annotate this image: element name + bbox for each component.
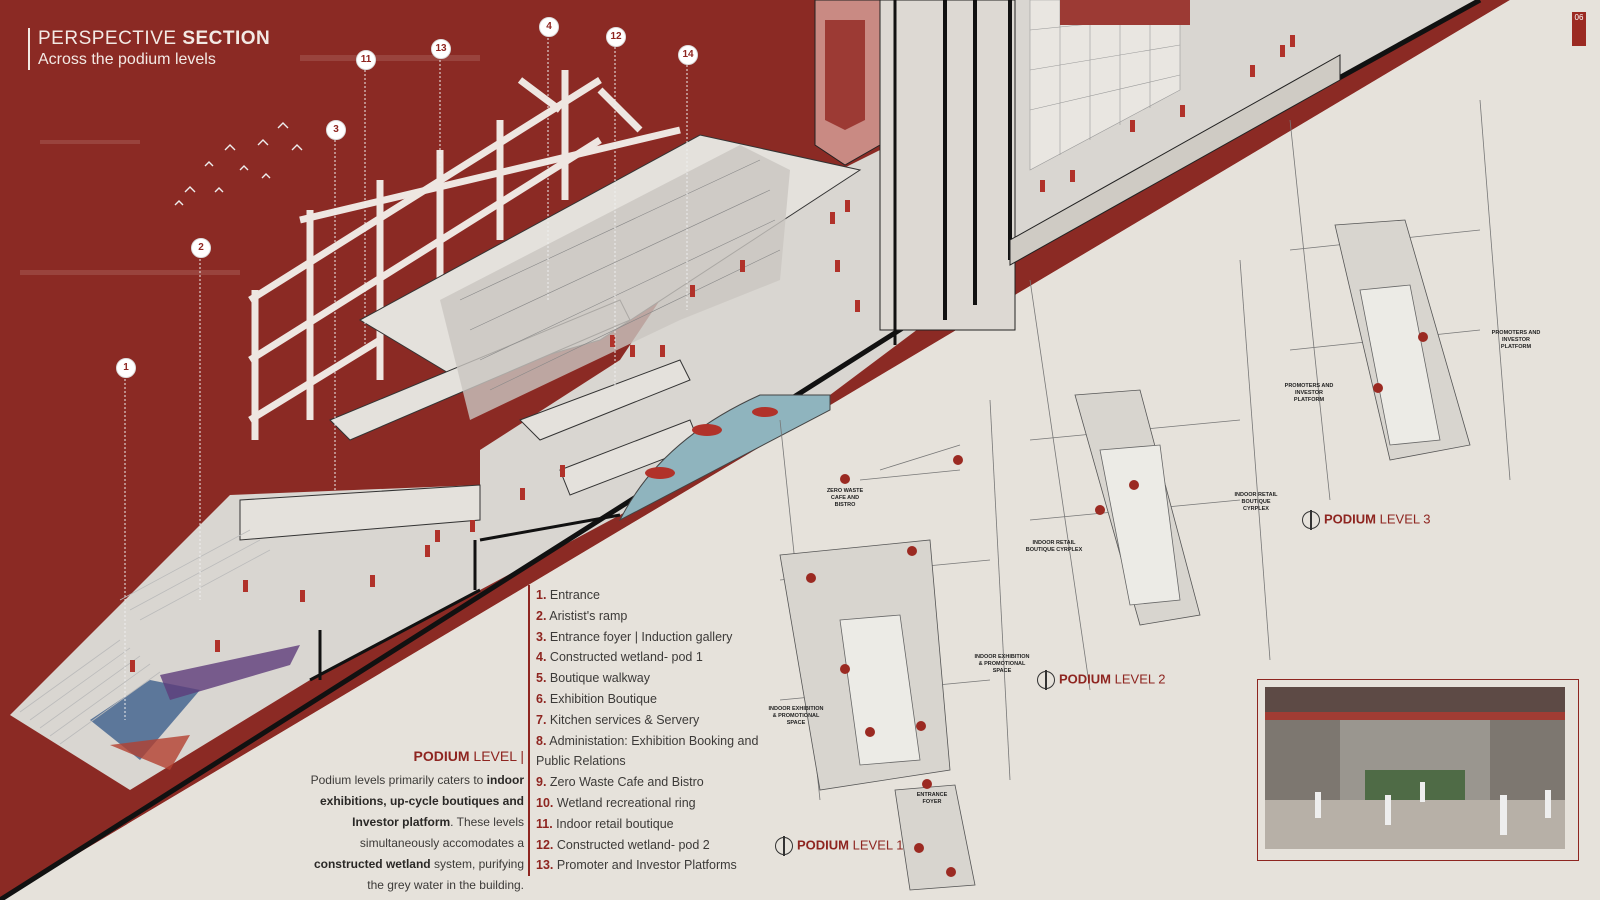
podium-description: Podium levels primarily caters to indoor… [310, 773, 524, 892]
board-title: PERSPECTIVE SECTION Across the podium le… [28, 28, 270, 70]
tag-exhibition: INDOOR EXHIBITION & PROMOTIONAL SPACE [974, 654, 1030, 674]
callout-marker: 3 [326, 120, 346, 140]
legend-item: 3. Entrance foyer | Induction gallery [536, 629, 733, 644]
title-prefix: PERSPECTIVE [38, 28, 177, 49]
legend-item: 5. Boutique walkway [536, 671, 650, 686]
plan-level-3 [1289, 99, 1511, 501]
legend-item: 13. Promoter and Investor Platforms [536, 858, 737, 873]
birds-illustration [174, 122, 303, 206]
tag-promoters: PROMOTERS AND INVESTOR PLATFORM [1284, 383, 1334, 403]
legend-item: 7. Kitchen services & Servery [536, 712, 700, 727]
tag-exhibition: INDOOR EXHIBITION & PROMOTIONAL SPACE [768, 706, 824, 726]
tag-retail: INDOOR RETAIL BOUTIQUE CYRPLEX [1025, 540, 1083, 553]
legend-item: 2. Aristist's ramp [536, 608, 628, 623]
people-figures [130, 35, 1295, 672]
callout-marker: 4 [539, 17, 559, 37]
callout-marker: 1 [116, 358, 136, 378]
north-arrow-icon [1037, 670, 1055, 690]
tag-promoters: PROMOTERS AND INVESTOR PLATFORM [1491, 330, 1541, 350]
title-bold: SECTION [182, 28, 271, 49]
legend-item: 12. Constructed wetland- pod 2 [536, 837, 710, 852]
callout-marker: 11 [356, 50, 376, 70]
scaffold-frame [248, 70, 681, 440]
legend-list: 1. Entrance 2. Aristist's ramp 3. Entran… [528, 585, 774, 877]
callout-marker: 14 [678, 45, 698, 65]
plan-level-2 [1029, 259, 1271, 691]
legend-item: 10. Wetland recreational ring [536, 795, 696, 810]
legend-item: 6. Exhibition Boutique [536, 691, 657, 706]
wetland-pool [618, 394, 831, 522]
plan-level-1 [779, 399, 1011, 891]
legend-item: 8. Administation: Exhibition Booking and… [536, 733, 759, 769]
tag-cafe: ZERO WASTE CAFE AND BISTRO [826, 488, 864, 508]
podium-intro-title: PODIUM LEVEL | [413, 748, 524, 764]
callout-marker: 12 [606, 27, 626, 47]
photo-frame [1257, 679, 1579, 861]
plan-label-level-3: PODIUM LEVEL 3 [1302, 510, 1430, 530]
legend-item: 9. Zero Waste Cafe and Bistro [536, 775, 704, 790]
plan-label-level-2: PODIUM LEVEL 2 [1037, 670, 1165, 690]
tag-foyer: ENTRANCE FOYER [916, 792, 948, 805]
tag-retail: INDOOR RETAIL BOUTIQUE CYRPLEX [1234, 492, 1278, 512]
interior-photo-scene [1265, 687, 1565, 849]
callout-marker: 2 [191, 238, 211, 258]
legend-item: 1. Entrance [536, 588, 600, 602]
sheet-number: 06 [1572, 12, 1586, 46]
callout-marker: 13 [431, 39, 451, 59]
north-arrow-icon [775, 836, 793, 856]
plan-label-level-1: PODIUM LEVEL 1 [775, 836, 903, 856]
north-arrow-icon [1302, 510, 1320, 530]
board-subtitle: Across the podium levels [38, 51, 216, 68]
legend-item: 4. Constructed wetland- pod 1 [536, 650, 703, 665]
legend-item: 11. Indoor retail boutique [536, 816, 674, 831]
